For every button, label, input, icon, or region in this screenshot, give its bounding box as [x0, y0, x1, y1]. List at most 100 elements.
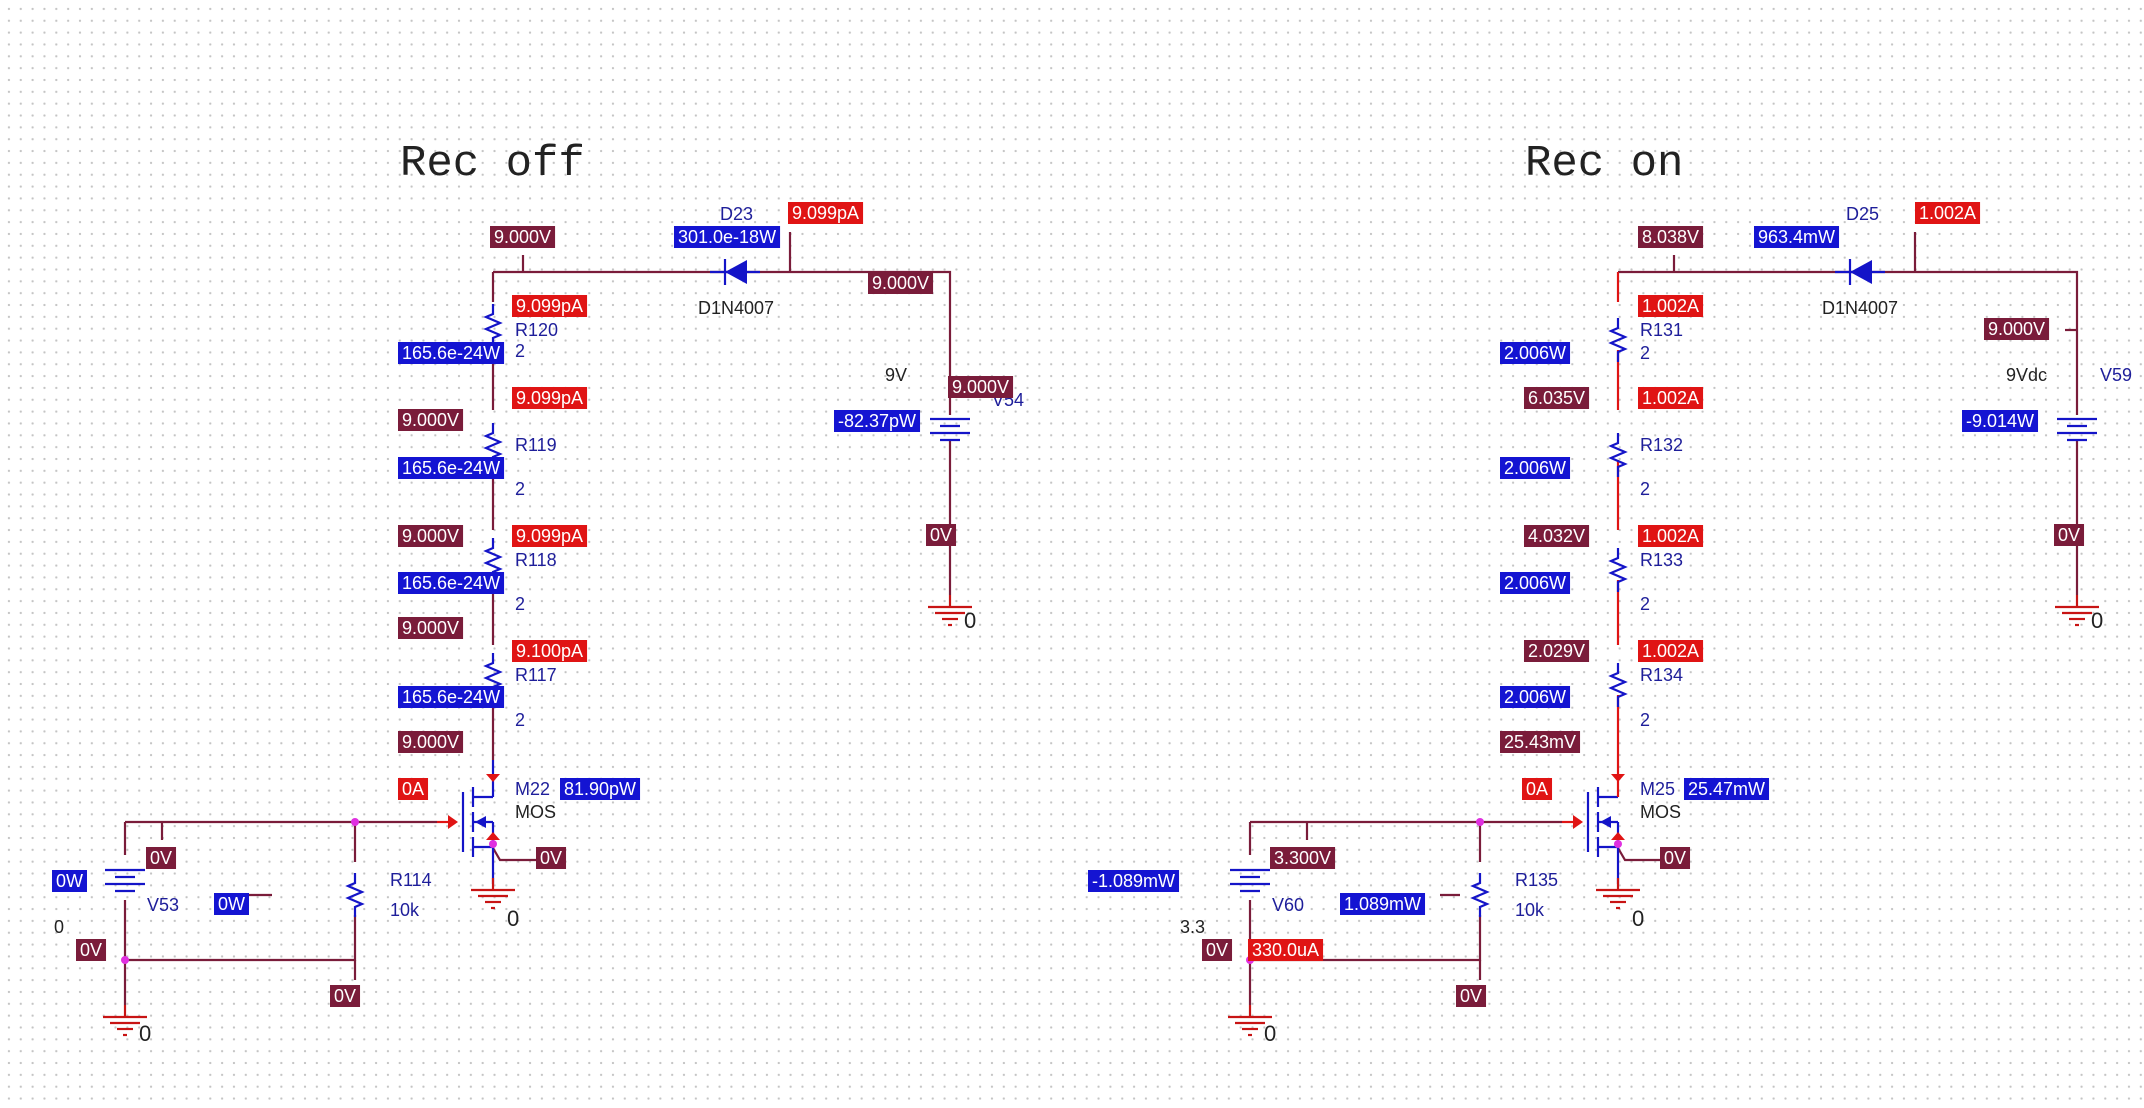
v59-value: 9Vdc — [2006, 365, 2047, 385]
badge-r132-current: 1.002A — [1638, 387, 1704, 409]
ground-label-m25: 0 — [1632, 906, 1644, 931]
mosfet-m25[interactable] — [1562, 760, 1625, 884]
svg-text:0A: 0A — [1526, 779, 1548, 799]
badge-r114-power: 0W — [214, 893, 249, 915]
v59-ref: V59 — [2100, 365, 2132, 385]
ground-m25 — [1594, 876, 1642, 910]
badge-r134-current: 1.002A — [1638, 640, 1704, 662]
svg-text:81.90pW: 81.90pW — [564, 779, 636, 799]
badge-v60-top-voltage: 3.300V — [1270, 847, 1336, 869]
v54-value: 9V — [885, 365, 907, 385]
svg-text:2.029V: 2.029V — [1528, 641, 1585, 661]
badge-v59-power: -9.014W — [1962, 410, 2039, 432]
badge-v54-power: -82.37pW — [834, 410, 921, 432]
svg-text:4.032V: 4.032V — [1528, 526, 1585, 546]
diode-d23[interactable] — [710, 259, 760, 285]
diode-d25[interactable] — [1835, 259, 1885, 285]
ground-label-v53: 0 — [139, 1021, 151, 1046]
title-rec-on: Rec on — [1525, 139, 1683, 189]
r117-value: 2 — [515, 710, 525, 730]
svg-text:0W: 0W — [56, 871, 83, 891]
m25-ref: M25 — [1640, 779, 1675, 799]
v53-ref: V53 — [147, 895, 179, 915]
v53-value: 0 — [54, 917, 64, 937]
svg-text:25.47mW: 25.47mW — [1688, 779, 1765, 799]
badge-drain-voltage: 9.000V — [398, 731, 464, 753]
svg-text:0V: 0V — [1664, 848, 1686, 868]
badge-r119-current: 9.099pA — [512, 387, 588, 409]
badge-r120-power: 165.6e-24W — [398, 342, 505, 364]
r133-ref: R133 — [1640, 550, 1683, 570]
svg-text:-9.014W: -9.014W — [1966, 411, 2034, 431]
svg-text:0V: 0V — [930, 525, 952, 545]
svg-text:25.43mV: 25.43mV — [1504, 732, 1576, 752]
svg-text:1.002A: 1.002A — [1642, 641, 1699, 661]
badge-r119-node-voltage: 9.000V — [398, 409, 464, 431]
badge-r120-current: 9.099pA — [512, 295, 588, 317]
svg-text:9.099pA: 9.099pA — [516, 296, 583, 316]
source-v54[interactable] — [928, 417, 972, 442]
badge-v60-bottom-voltage: 0V — [1202, 939, 1233, 961]
r114-value: 10k — [390, 900, 420, 920]
svg-text:-82.37pW: -82.37pW — [838, 411, 916, 431]
r119-ref: R119 — [515, 435, 557, 455]
badge-r117-power: 165.6e-24W — [398, 686, 505, 708]
r132-value: 2 — [1640, 479, 1650, 499]
resistor-r131[interactable] — [1609, 316, 1627, 364]
svg-text:-1.089mW: -1.089mW — [1092, 871, 1175, 891]
svg-text:1.002A: 1.002A — [1919, 203, 1976, 223]
badge-r119-power: 165.6e-24W — [398, 457, 505, 479]
svg-text:0V: 0V — [150, 848, 172, 868]
svg-text:9.000V: 9.000V — [1988, 319, 2045, 339]
resistor-r134[interactable] — [1609, 661, 1627, 709]
badge-r118-power: 165.6e-24W — [398, 572, 505, 594]
svg-text:2.006W: 2.006W — [1504, 343, 1566, 363]
badge-r131-power: 2.006W — [1500, 342, 1571, 364]
badge-r118-current: 9.099pA — [512, 525, 588, 547]
r118-value: 2 — [515, 594, 525, 614]
svg-text:9.000V: 9.000V — [402, 732, 459, 752]
badge-r133-current: 1.002A — [1638, 525, 1704, 547]
svg-text:6.035V: 6.035V — [1528, 388, 1585, 408]
badge-r117-current: 9.100pA — [512, 640, 588, 662]
svg-text:330.0uA: 330.0uA — [1252, 940, 1319, 960]
r131-ref: R131 — [1640, 320, 1683, 340]
r118-ref: R118 — [515, 550, 557, 570]
badge-m25-gate-current: 0A — [1522, 778, 1553, 800]
badge-v53-top-voltage: 0V — [146, 847, 177, 869]
svg-text:165.6e-24W: 165.6e-24W — [402, 573, 500, 593]
badge-r118-node-voltage: 9.000V — [398, 525, 464, 547]
svg-text:9.099pA: 9.099pA — [516, 388, 583, 408]
svg-text:1.002A: 1.002A — [1642, 296, 1699, 316]
source-v59[interactable] — [2055, 417, 2099, 442]
source-v60[interactable] — [1228, 868, 1272, 893]
resistor-r135[interactable] — [1471, 871, 1489, 919]
badge-v54-top-voltage: 9.000V — [948, 376, 1014, 398]
resistor-r132[interactable] — [1609, 431, 1627, 479]
svg-text:2.006W: 2.006W — [1504, 687, 1566, 707]
badge-r135-power: 1.089mW — [1340, 893, 1426, 915]
mosfet-m22[interactable] — [437, 760, 500, 884]
badge-r132-power: 2.006W — [1500, 457, 1571, 479]
badge-m22-source-voltage: 0V — [536, 847, 567, 869]
svg-text:165.6e-24W: 165.6e-24W — [402, 687, 500, 707]
d23-ref: D23 — [720, 204, 753, 224]
r135-ref: R135 — [1515, 870, 1558, 890]
circuit-rec-on: Rec on — [1088, 139, 2132, 1046]
resistor-r114[interactable] — [346, 871, 364, 919]
badge-v59-top-voltage: 9.000V — [1984, 318, 2050, 340]
svg-text:3.300V: 3.300V — [1274, 848, 1331, 868]
source-v53[interactable] — [103, 868, 147, 893]
svg-text:9.000V: 9.000V — [402, 618, 459, 638]
badge-r131-current: 1.002A — [1638, 295, 1704, 317]
resistor-r120[interactable] — [484, 302, 502, 350]
r114-ref: R114 — [390, 870, 432, 890]
badge-r117-node-voltage: 9.000V — [398, 617, 464, 639]
r135-value: 10k — [1515, 900, 1545, 920]
ground-label-v54: 0 — [964, 608, 976, 633]
svg-text:2.006W: 2.006W — [1504, 573, 1566, 593]
badge-v60-power: -1.089mW — [1088, 870, 1180, 892]
svg-text:8.038V: 8.038V — [1642, 227, 1699, 247]
resistor-r133[interactable] — [1609, 546, 1627, 594]
